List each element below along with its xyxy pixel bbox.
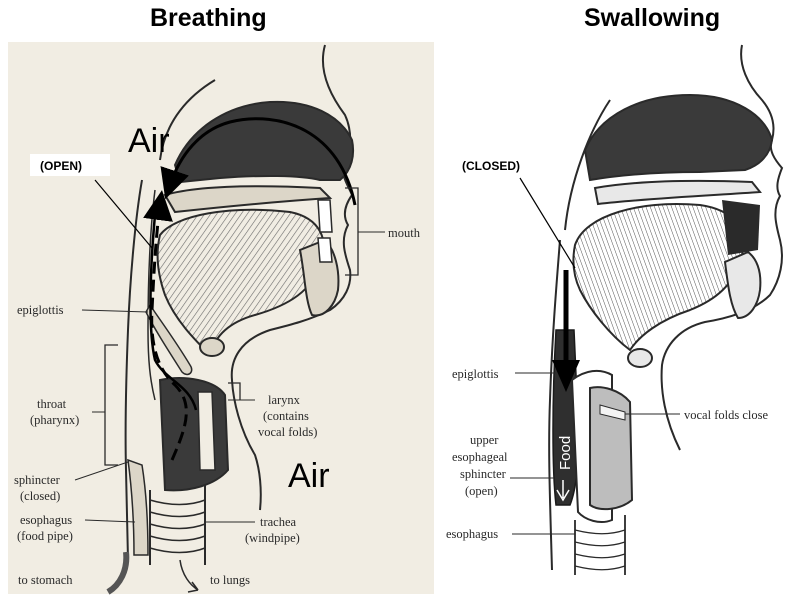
larynx-label-line3: vocal folds) — [258, 425, 317, 439]
trachea-label-line2: (windpipe) — [245, 531, 300, 545]
ues-label-line4: (open) — [465, 484, 498, 498]
air-label-top: Air — [128, 122, 170, 160]
larynx-right — [590, 387, 632, 509]
ues-label-line1: upper — [470, 433, 499, 447]
larynx-label-line1: larynx — [268, 393, 301, 407]
larynx-cartilage — [198, 392, 215, 470]
throat-label-line2: (pharynx) — [30, 413, 79, 427]
larynx — [160, 378, 228, 490]
lower-teeth — [318, 238, 332, 262]
ues-label-line3: sphincter — [460, 467, 507, 481]
mouth-label: mouth — [388, 226, 421, 240]
larynx-label-line2: (contains — [263, 409, 309, 423]
esophagus-right — [575, 515, 625, 575]
open-tag: (OPEN) — [40, 159, 82, 173]
air-label-bottom: Air — [288, 457, 330, 495]
sphincter-label-line2: (closed) — [20, 489, 60, 503]
food-label: Food — [557, 436, 574, 470]
to-lungs-label: to lungs — [210, 573, 250, 587]
to-stomach-label: to stomach — [18, 573, 73, 587]
upper-teeth — [318, 200, 332, 232]
tongue-raised — [573, 204, 743, 350]
hard-palate-right — [595, 181, 760, 204]
esophagus-label-line2: (food pipe) — [17, 529, 73, 543]
esophagus-label-right: esophagus — [446, 527, 498, 541]
vocal-folds-label: vocal folds close — [684, 408, 768, 422]
ues-label-line2: esophageal — [452, 450, 508, 464]
lower-jaw-right — [725, 252, 760, 318]
breathing-panel: (OPEN) Air Air mouth epiglottis throat (… — [8, 42, 434, 594]
hyoid-bone — [200, 338, 224, 356]
epiglottis-label: epiglottis — [17, 303, 64, 317]
closed-tag: (CLOSED) — [462, 159, 520, 173]
hyoid-bone-right — [628, 349, 652, 367]
trachea-label-line1: trachea — [260, 515, 297, 529]
epiglottis-label-right: epiglottis — [452, 367, 499, 381]
sphincter-label-line1: sphincter — [14, 473, 61, 487]
swallowing-panel: (CLOSED) epiglottis vocal folds close up… — [446, 45, 782, 575]
throat-label-line1: throat — [37, 397, 67, 411]
nasal-cavity-right — [585, 95, 772, 180]
oral-cavity-dark — [722, 200, 760, 255]
esophagus-label-line1: esophagus — [20, 513, 72, 527]
